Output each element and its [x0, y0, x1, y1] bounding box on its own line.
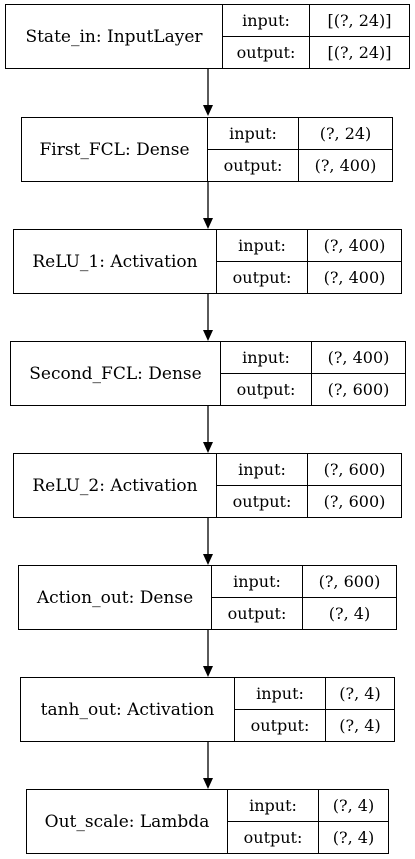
output-row: output: (?, 600) [221, 373, 405, 405]
input-label: input: [221, 342, 312, 373]
output-label: output: [228, 822, 319, 853]
output-value: (?, 400) [314, 156, 377, 175]
layer-node-action-out: Action_out: Dense input: (?, 600) output… [18, 565, 397, 630]
input-row: input: (?, 4) [228, 790, 388, 821]
output-label: output: [208, 150, 299, 181]
input-row: input: (?, 4) [235, 678, 394, 709]
input-value: (?, 4) [339, 684, 381, 703]
layer-name: State_in: InputLayer [6, 5, 223, 68]
edge-1 [203, 68, 213, 116]
output-row: output: (?, 4) [228, 821, 388, 853]
output-value: (?, 400) [323, 268, 386, 287]
edge-5 [203, 517, 213, 565]
layer-name: Out_scale: Lambda [27, 790, 228, 853]
output-row: output: (?, 600) [217, 485, 401, 517]
layer-name: tanh_out: Activation [21, 678, 235, 741]
input-row: input: (?, 600) [212, 566, 396, 597]
layer-shape-table: input: (?, 4) output: (?, 4) [235, 678, 394, 741]
output-row: output: [(?, 24)] [223, 36, 409, 68]
layer-shape-table: input: (?, 600) output: (?, 4) [212, 566, 396, 629]
edge-7 [203, 741, 213, 789]
layer-shape-table: input: (?, 600) output: (?, 600) [217, 454, 401, 517]
layer-shape-table: input: (?, 400) output: (?, 400) [217, 230, 401, 293]
edge-2 [203, 181, 213, 229]
output-label: output: [217, 262, 308, 293]
edge-4 [203, 405, 213, 453]
layer-node-relu-1: ReLU_1: Activation input: (?, 400) outpu… [13, 229, 402, 294]
output-label: output: [212, 598, 303, 629]
input-label: input: [223, 5, 310, 36]
layer-node-first-fcl: First_FCL: Dense input: (?, 24) output: … [21, 117, 393, 182]
output-row: output: (?, 400) [217, 261, 401, 293]
input-label: input: [228, 790, 319, 821]
input-value: [(?, 24)] [327, 11, 392, 30]
layer-name: Second_FCL: Dense [11, 342, 221, 405]
edge-3 [203, 293, 213, 341]
input-value: (?, 4) [332, 796, 375, 815]
input-value: (?, 600) [318, 572, 381, 591]
output-label: output: [235, 710, 326, 741]
output-value: (?, 4) [328, 604, 371, 623]
input-label: input: [235, 678, 326, 709]
output-value: (?, 600) [323, 492, 386, 511]
output-value: (?, 600) [327, 380, 390, 399]
input-label: input: [208, 118, 299, 149]
input-value: (?, 400) [323, 236, 386, 255]
output-value: (?, 4) [339, 716, 381, 735]
layer-node-relu-2: ReLU_2: Activation input: (?, 600) outpu… [13, 453, 402, 518]
input-row: input: (?, 400) [221, 342, 405, 373]
output-label: output: [223, 37, 310, 68]
edge-6 [203, 629, 213, 677]
output-value: (?, 4) [332, 828, 375, 847]
output-row: output: (?, 4) [235, 709, 394, 741]
output-label: output: [217, 486, 308, 517]
input-row: input: [(?, 24)] [223, 5, 409, 36]
input-value: (?, 24) [319, 124, 372, 143]
input-value: (?, 400) [327, 348, 390, 367]
layer-node-tanh-out: tanh_out: Activation input: (?, 4) outpu… [20, 677, 395, 742]
layer-name: First_FCL: Dense [22, 118, 208, 181]
output-row: output: (?, 400) [208, 149, 392, 181]
layer-shape-table: input: [(?, 24)] output: [(?, 24)] [223, 5, 409, 68]
layer-name: ReLU_2: Activation [14, 454, 217, 517]
layer-name: Action_out: Dense [19, 566, 212, 629]
layer-node-second-fcl: Second_FCL: Dense input: (?, 400) output… [10, 341, 406, 406]
input-value: (?, 600) [323, 460, 386, 479]
input-row: input: (?, 24) [208, 118, 392, 149]
input-label: input: [217, 454, 308, 485]
layer-shape-table: input: (?, 4) output: (?, 4) [228, 790, 388, 853]
input-row: input: (?, 600) [217, 454, 401, 485]
input-label: input: [212, 566, 303, 597]
output-value: [(?, 24)] [327, 43, 392, 62]
input-label: input: [217, 230, 308, 261]
layer-name: ReLU_1: Activation [14, 230, 217, 293]
output-row: output: (?, 4) [212, 597, 396, 629]
input-row: input: (?, 400) [217, 230, 401, 261]
output-label: output: [221, 374, 312, 405]
layer-shape-table: input: (?, 400) output: (?, 600) [221, 342, 405, 405]
layer-shape-table: input: (?, 24) output: (?, 400) [208, 118, 392, 181]
layer-node-state-in: State_in: InputLayer input: [(?, 24)] ou… [5, 4, 410, 69]
layer-node-out-scale: Out_scale: Lambda input: (?, 4) output: … [26, 789, 389, 854]
